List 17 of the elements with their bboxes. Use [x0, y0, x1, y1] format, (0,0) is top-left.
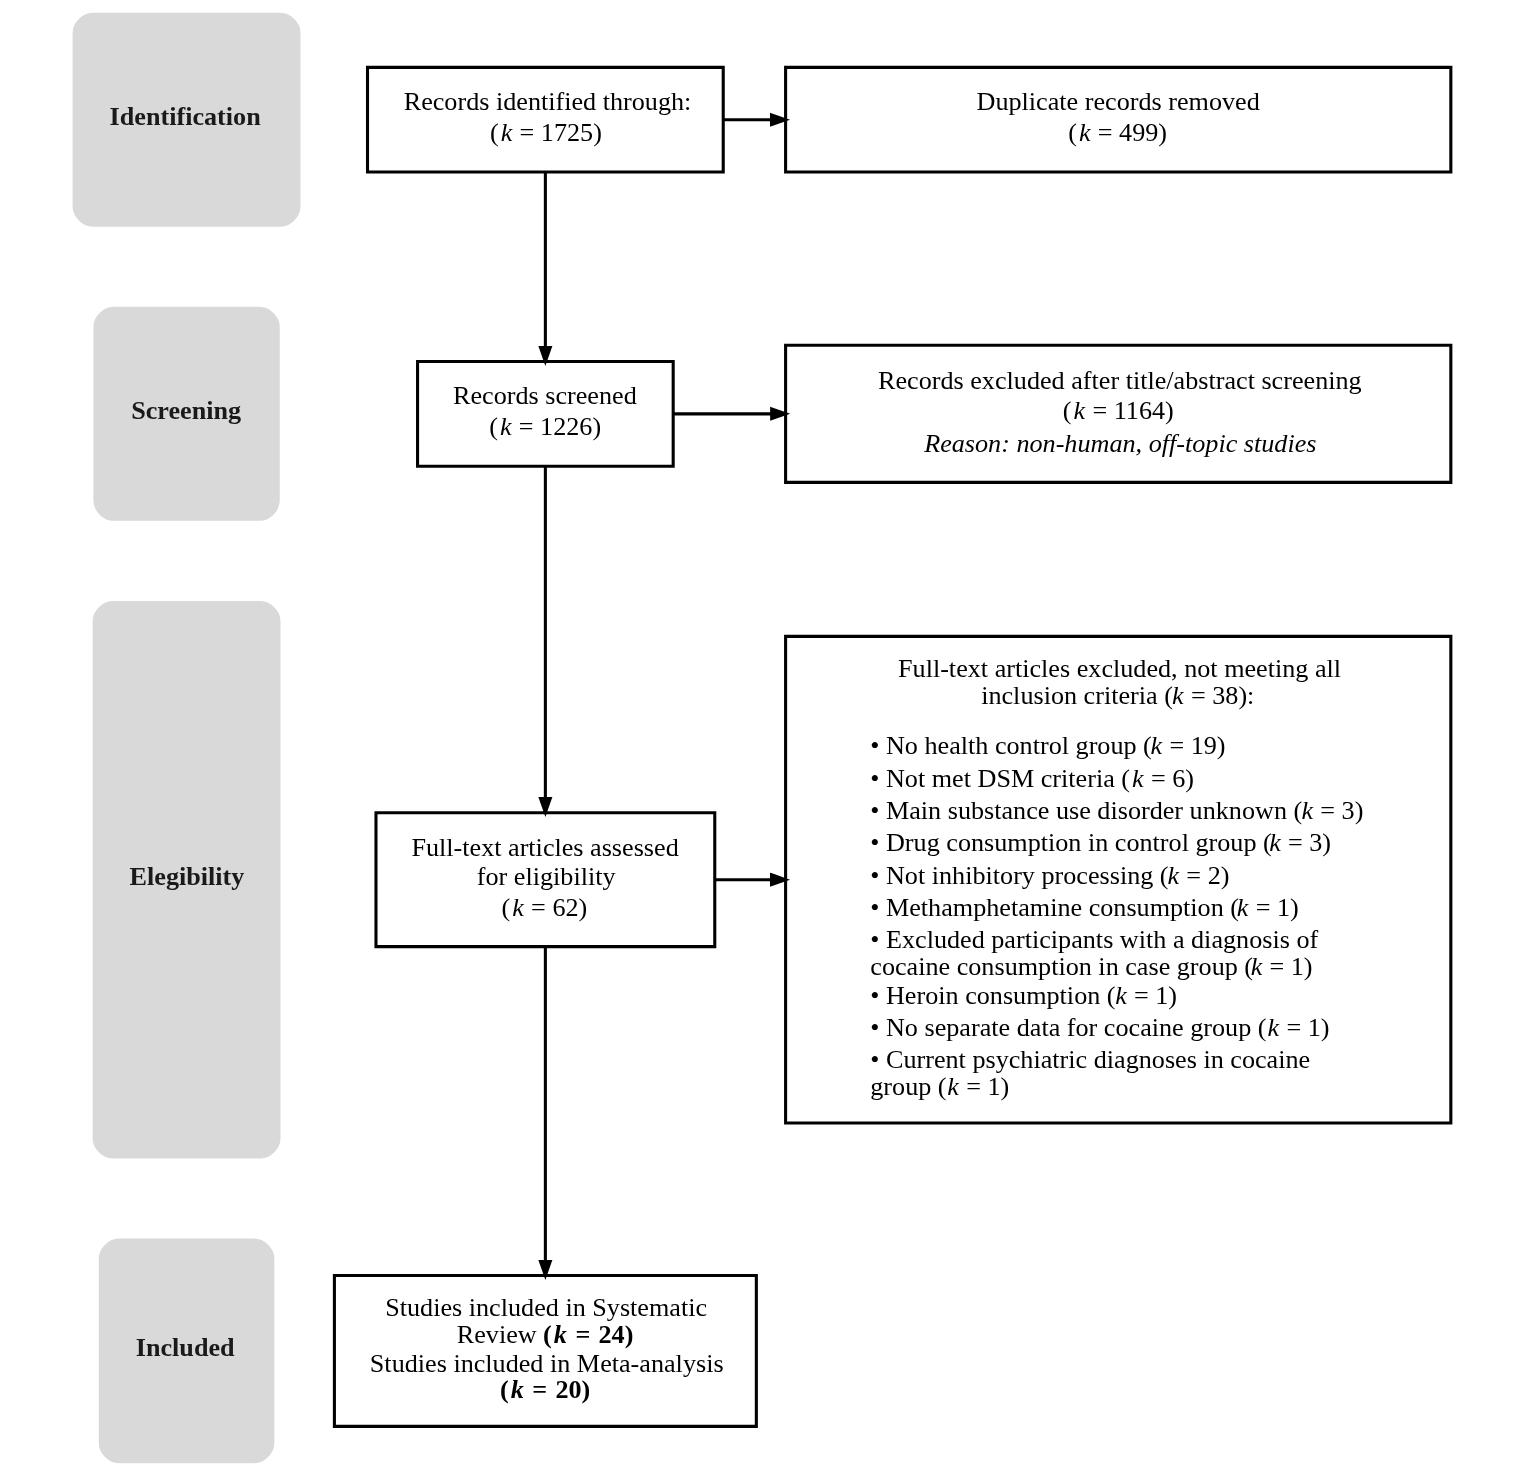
node-box: Duplicate records removed (k = 499) [783, 65, 1452, 174]
node-box: Full-text articles excluded, not meeting all inclusion criteria (k = 38): • No health control group (k = 19) • Not met DSM criteria (k = 6) • Main substance use disorder unknown (k = 3) • Drug consumption in control group (k = 3) • Not inhibitory processing (k = 2) • Methamphetamine consumption (k = 1) • Excluded participants with a diagnosis of cocaine consumption in case group (k = 1) • Heroin consumption (k = 1) • No separate data for cocaine group (k = 1) • Current psychiatric diagnoses in cocaine group (k = 1) [783, 634, 1452, 1125]
arrow [673, 406, 790, 421]
arrow [714, 872, 790, 887]
node-box: Included [98, 1238, 274, 1464]
arrow [537, 946, 552, 1280]
node-box: Records screened (k = 1226) [415, 359, 675, 468]
node-box: Records excluded after title/abstract screening (k = 1164) Reason: non-human, off-topic studies [783, 343, 1452, 484]
arrow [537, 466, 552, 817]
node-box: Records identified through: (k = 1725) [365, 65, 725, 174]
node-box: Elegibility [92, 600, 280, 1159]
node-box: Identification [72, 12, 301, 227]
node-box: Screening [92, 306, 280, 521]
arrow [537, 172, 552, 367]
arrow [722, 112, 790, 127]
node-box: Full-text articles assessed for eligibility (k = 62) [373, 811, 716, 949]
node-box: Studies included in Systematic Review (k = 24) Studies included in Meta-analysis (k = 20) [332, 1273, 758, 1428]
